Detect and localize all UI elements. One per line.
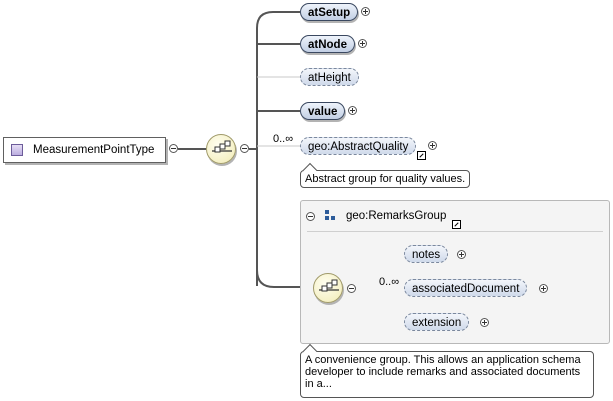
collapse-nested-sequence-icon[interactable]	[347, 284, 356, 293]
note-abstract-quality: Abstract group for quality values.	[300, 162, 471, 188]
expand-value-icon[interactable]	[348, 106, 357, 115]
type-box-measurement-point-type[interactable]: MeasurementPointType	[3, 137, 166, 163]
element-notes[interactable]: notes	[404, 245, 449, 263]
sequence-compositor-icon	[319, 279, 339, 292]
element-atheight[interactable]: atHeight	[300, 68, 359, 86]
element-associated-document[interactable]: associatedDocument	[404, 279, 528, 297]
element-value[interactable]: value	[300, 102, 346, 120]
note-text: A convenience group. This allows an appl…	[305, 354, 581, 390]
expand-atnode-icon[interactable]	[358, 39, 367, 48]
group-label: geo:RemarksGroup	[346, 210, 447, 222]
complex-type-icon	[11, 144, 23, 156]
collapse-sequence-icon[interactable]	[240, 144, 249, 153]
element-atsetup[interactable]: atSetup	[300, 3, 359, 21]
type-label: MeasurementPointType	[33, 144, 155, 156]
sequence-compositor[interactable]	[206, 134, 236, 164]
external-link-icon[interactable]	[417, 151, 426, 160]
element-abstract-quality[interactable]: geo:AbstractQuality	[300, 137, 417, 155]
sequence-compositor-icon	[212, 140, 232, 153]
nested-sequence-compositor[interactable]	[313, 273, 343, 303]
note-remarks-group: A convenience group. This allows an appl…	[300, 343, 594, 398]
expand-atsetup-icon[interactable]	[361, 7, 370, 16]
external-link-icon[interactable]	[452, 220, 461, 229]
expand-abstract-quality-icon[interactable]	[428, 141, 437, 150]
expand-extension-icon[interactable]	[480, 318, 489, 327]
element-atnode[interactable]: atNode	[300, 35, 355, 53]
element-extension[interactable]: extension	[404, 313, 470, 331]
expand-notes-icon[interactable]	[457, 250, 466, 259]
note-text: Abstract group for quality values.	[305, 173, 466, 185]
cardinality-abstract-quality: 0..∞	[273, 133, 294, 145]
collapse-group-icon[interactable]	[306, 212, 315, 221]
expand-associated-document-icon[interactable]	[539, 284, 548, 293]
collapse-type-icon[interactable]	[169, 144, 178, 153]
cardinality-associated-document: 0..∞	[379, 276, 400, 288]
